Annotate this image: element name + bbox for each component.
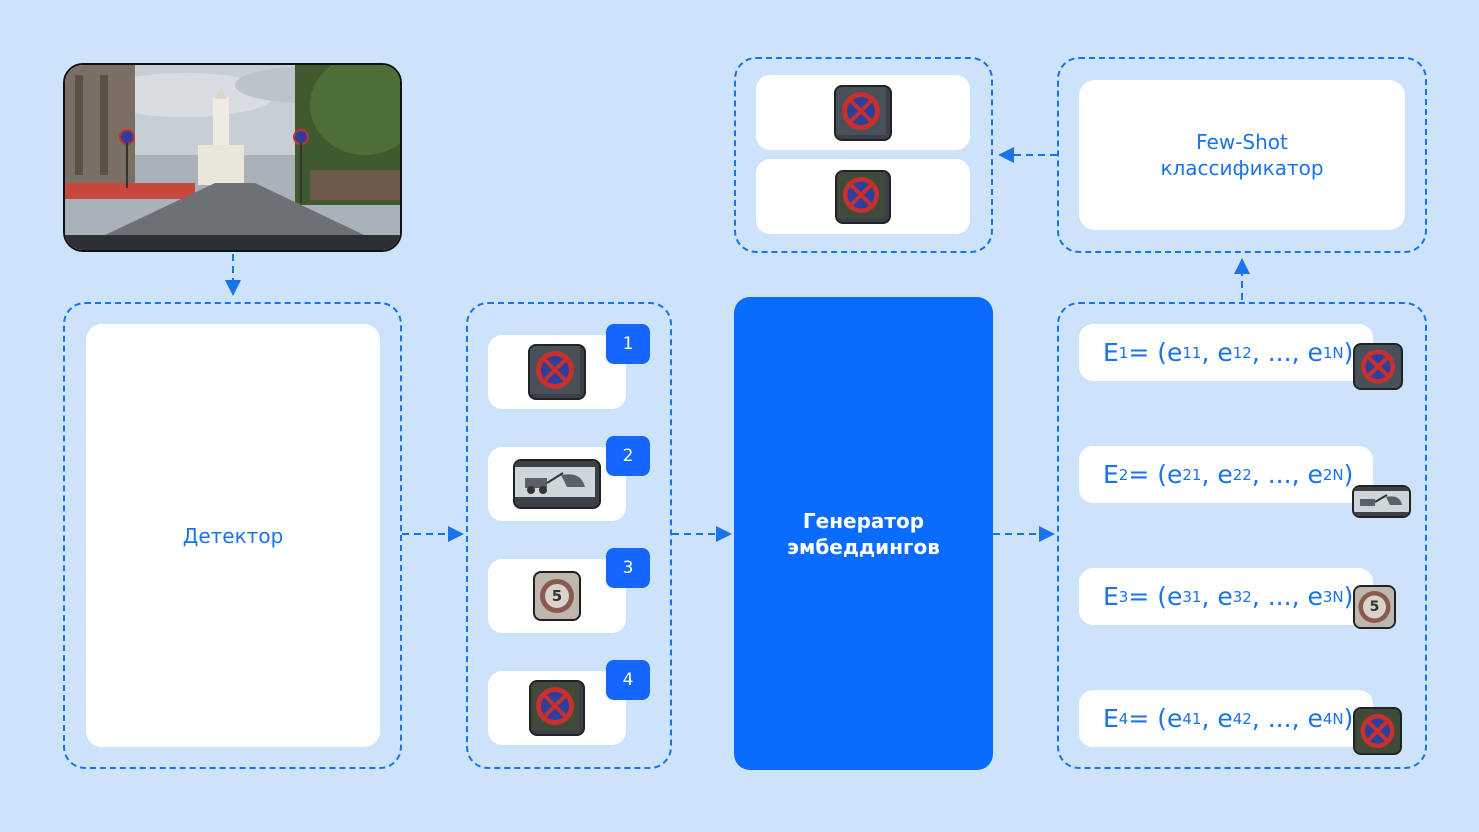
detector-card: Детектор [86,324,380,747]
results-group [734,57,993,253]
crops-group [466,302,672,769]
generator-line1: Генератор [802,508,925,533]
classifier-group [1057,57,1427,253]
crop-card-3: 5 [488,559,626,633]
detector-group [63,302,402,769]
crop-card-4 [488,671,626,745]
classifier-line1: Few-Shot [1196,130,1288,154]
no-stopping-sign-icon [1353,343,1403,390]
generator-line2: эмбеддингов [787,534,940,559]
embedding-generator: Генератор эмбеддингов [734,297,993,770]
crop-badge-3: 3 [606,548,650,588]
speed-limit-5-sign-icon: 5 [533,571,581,621]
no-stopping-sign-icon [529,680,585,736]
speed-limit-label: 5 [1369,599,1380,615]
detector-label: Детектор [182,523,284,548]
crop-badge-4: 4 [606,660,650,700]
crop-badge-1: 1 [606,324,650,364]
result-card-2 [756,159,970,234]
speed-limit-5-sign-icon: 5 [1353,585,1396,629]
crop-card-1 [488,335,626,409]
tow-truck-sign-icon [513,459,601,509]
speed-limit-label: 5 [551,587,563,605]
result-card-1 [756,75,970,150]
tow-truck-sign-icon [1352,485,1411,518]
classifier-card: Few-Shot классификатор [1079,80,1405,230]
no-stopping-sign-icon [1353,707,1402,755]
crop-card-2 [488,447,626,521]
embeddings-group [1057,302,1427,769]
classifier-line2: классификатор [1160,156,1324,180]
no-stopping-sign-icon [528,344,586,400]
no-stopping-sign-icon [835,169,891,224]
crop-badge-2: 2 [606,436,650,476]
no-stopping-sign-icon [834,84,892,141]
street-photo [63,63,402,252]
